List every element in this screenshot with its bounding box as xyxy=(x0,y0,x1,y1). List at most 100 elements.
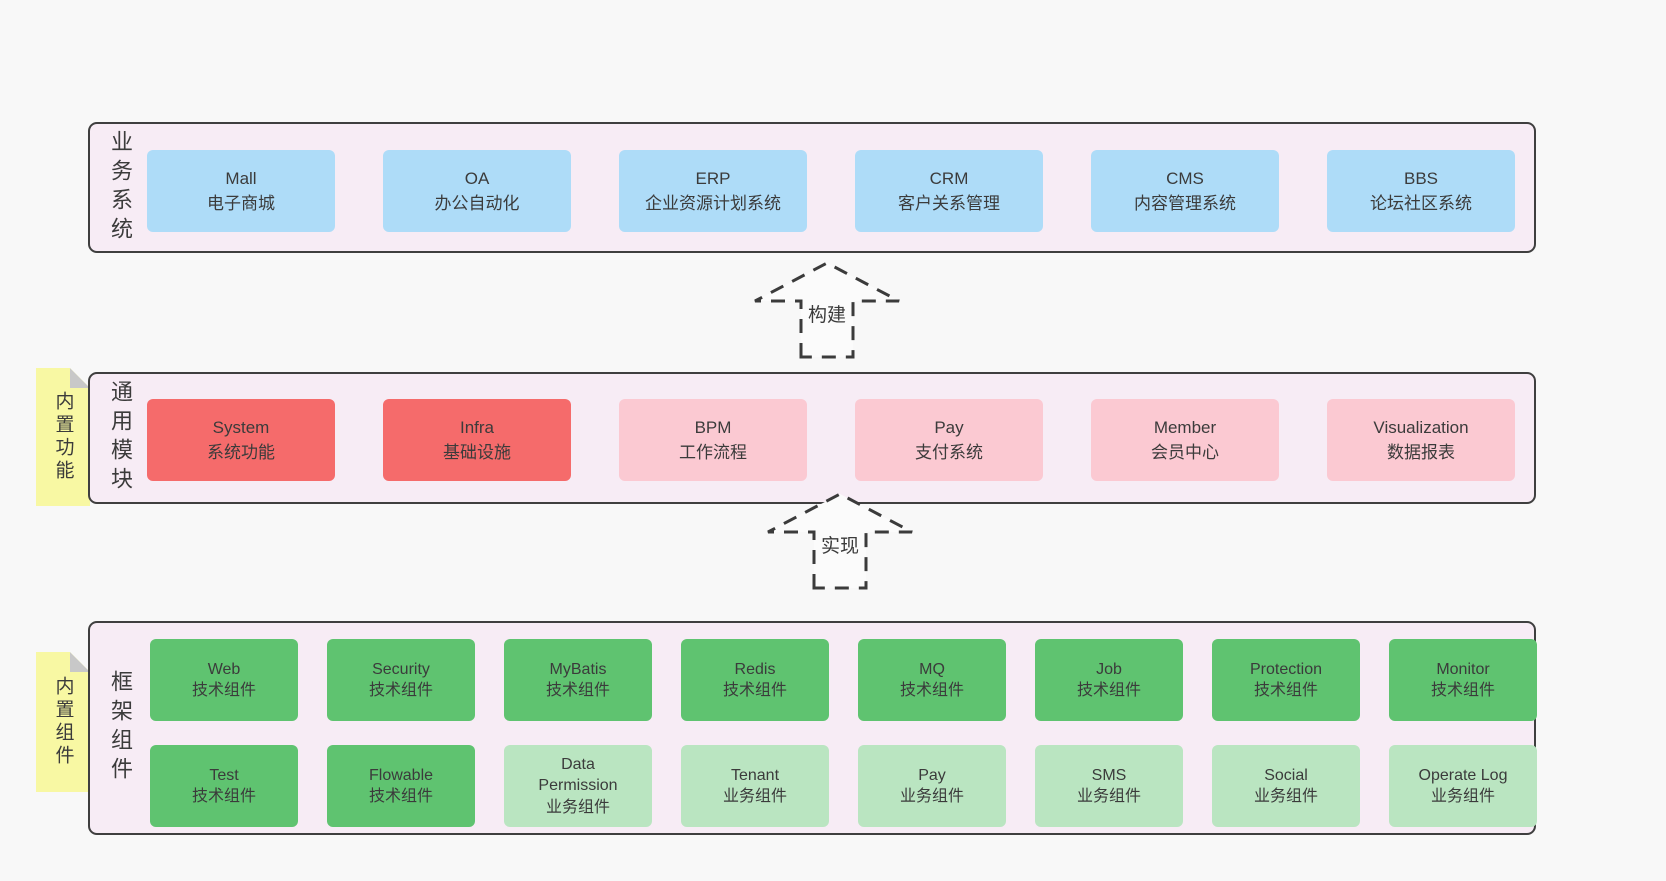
module-subtitle: 客户关系管理 xyxy=(898,194,1000,213)
module-name: Test xyxy=(209,766,239,784)
band-common-modules: 通用模块 System 系统功能 Infra 基础设施 BPM 工作流程 Pay 支付系统 Me… xyxy=(88,372,1536,504)
module-name: Member xyxy=(1153,417,1217,437)
sticky-fold-icon xyxy=(70,368,90,388)
module-name: Infra xyxy=(459,417,495,437)
module-name: Flowable xyxy=(368,766,434,784)
sticky-note-built-in-components: 内置组件 xyxy=(36,652,90,792)
module-name: Data Permission xyxy=(538,756,618,795)
module-subtitle: 技术组件 xyxy=(191,788,256,805)
module-subtitle: 技术组件 xyxy=(1253,682,1318,699)
module-subtitle: 支付系统 xyxy=(915,443,983,462)
sticky-note-text: 内置组件 xyxy=(52,676,74,768)
module-box: Visualization 数据报表 xyxy=(1327,399,1515,481)
module-name: Protection xyxy=(1249,660,1323,678)
module-box: CRM 客户关系管理 xyxy=(855,150,1043,232)
module-name: Pay xyxy=(918,766,946,784)
module-subtitle: 业务组件 xyxy=(722,788,787,805)
module-name: SMS xyxy=(1091,766,1127,784)
sticky-fold-icon xyxy=(70,652,90,672)
module-name: BBS xyxy=(1403,168,1439,188)
module-subtitle: 技术组件 xyxy=(545,682,610,699)
module-box: Web 技术组件 xyxy=(150,639,298,721)
module-subtitle: 数据报表 xyxy=(1387,443,1455,462)
module-name: System xyxy=(212,417,270,437)
module-box: Pay 支付系统 xyxy=(855,399,1043,481)
sticky-note-built-in-features: 内置功能 xyxy=(36,368,90,506)
module-name: Visualization xyxy=(1373,417,1469,437)
module-subtitle: 技术组件 xyxy=(368,682,433,699)
module-box: Mall 电子商城 xyxy=(147,150,335,232)
module-box: BBS 论坛社区系统 xyxy=(1327,150,1515,232)
module-box: BPM 工作流程 xyxy=(619,399,807,481)
module-name: Redis xyxy=(734,660,776,678)
band-vertical-label: 业务系统 xyxy=(108,129,133,246)
module-name: CRM xyxy=(929,168,969,188)
module-box: ERP 企业资源计划系统 xyxy=(619,150,807,232)
module-name: CMS xyxy=(1166,168,1204,188)
module-box: Redis 技术组件 xyxy=(681,639,829,721)
module-subtitle: 业务组件 xyxy=(1253,788,1318,805)
module-box: Pay 业务组件 xyxy=(858,745,1006,827)
module-subtitle: 技术组件 xyxy=(368,788,433,805)
module-subtitle: 工作流程 xyxy=(679,443,747,462)
module-subtitle: 基础设施 xyxy=(443,443,511,462)
module-subtitle: 内容管理系统 xyxy=(1134,194,1236,213)
module-box: Tenant 业务组件 xyxy=(681,745,829,827)
module-name: ERP xyxy=(695,168,731,188)
module-box: Social 业务组件 xyxy=(1212,745,1360,827)
module-box: Infra 基础设施 xyxy=(383,399,571,481)
band-vertical-label: 框架组件 xyxy=(108,670,133,786)
module-name: MQ xyxy=(919,660,945,678)
module-box: Data Permission 业务组件 xyxy=(504,745,652,827)
module-subtitle: 业务组件 xyxy=(545,798,610,816)
module-box: Monitor 技术组件 xyxy=(1389,639,1537,721)
module-name: Monitor xyxy=(1436,660,1490,678)
module-subtitle: 技术组件 xyxy=(191,682,256,699)
module-subtitle: 技术组件 xyxy=(1076,682,1141,699)
module-subtitle: 技术组件 xyxy=(1430,682,1495,699)
module-subtitle: 论坛社区系统 xyxy=(1370,194,1472,213)
module-box: MQ 技术组件 xyxy=(858,639,1006,721)
module-name: Pay xyxy=(934,417,964,437)
module-subtitle: 企业资源计划系统 xyxy=(645,194,781,213)
module-subtitle: 业务组件 xyxy=(899,788,964,805)
module-box: SMS 业务组件 xyxy=(1035,745,1183,827)
module-subtitle: 会员中心 xyxy=(1151,443,1219,462)
module-name: OA xyxy=(464,168,490,188)
module-name: Job xyxy=(1096,660,1122,678)
arrow-label-implement: 实现 xyxy=(815,530,865,559)
module-name: Social xyxy=(1264,766,1308,784)
module-box: Job 技术组件 xyxy=(1035,639,1183,721)
module-subtitle: 业务组件 xyxy=(1076,788,1141,805)
module-name: Security xyxy=(372,660,430,678)
module-box: MyBatis 技术组件 xyxy=(504,639,652,721)
module-name: MyBatis xyxy=(549,660,607,678)
module-name: Web xyxy=(207,660,241,678)
module-name: BPM xyxy=(694,417,732,437)
module-box: System 系统功能 xyxy=(147,399,335,481)
module-name: Mall xyxy=(225,168,257,188)
module-box: Security 技术组件 xyxy=(327,639,475,721)
module-subtitle: 技术组件 xyxy=(722,682,787,699)
module-subtitle: 系统功能 xyxy=(207,443,275,462)
sticky-note-text: 内置功能 xyxy=(52,391,74,483)
module-subtitle: 电子商城 xyxy=(207,194,275,213)
module-subtitle: 技术组件 xyxy=(899,682,964,699)
module-name: Operate Log xyxy=(1418,766,1508,784)
arrow-up-build: 构建 xyxy=(745,257,909,361)
band-vertical-label: 通用模块 xyxy=(108,380,133,496)
module-box: Protection 技术组件 xyxy=(1212,639,1360,721)
module-name: Tenant xyxy=(730,766,780,784)
module-box: Flowable 技术组件 xyxy=(327,745,475,827)
arrow-up-implement: 实现 xyxy=(758,488,922,592)
module-box: CMS 内容管理系统 xyxy=(1091,150,1279,232)
module-box: Test 技术组件 xyxy=(150,745,298,827)
arrow-label-build: 构建 xyxy=(802,299,852,328)
